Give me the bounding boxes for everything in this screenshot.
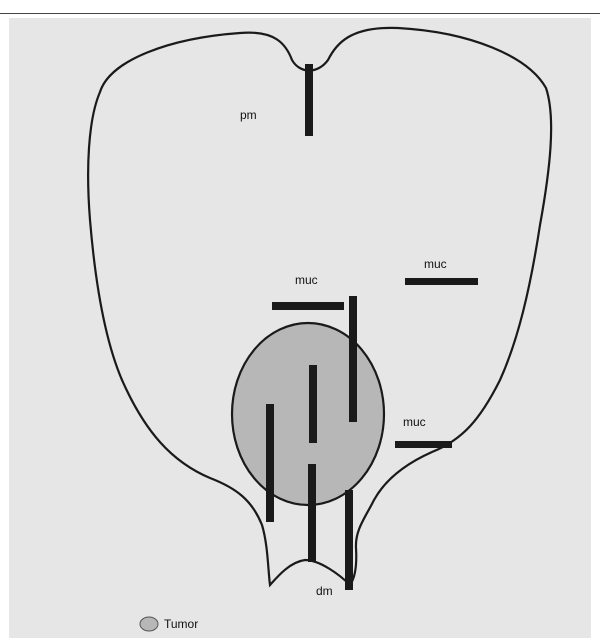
legend-tumor-label: Tumor: [164, 617, 198, 631]
label-pm: pm: [240, 108, 257, 122]
label-muc-lower-right: muc: [403, 415, 426, 429]
label-muc-upper-right: muc: [424, 257, 447, 271]
margin-bar-dm: [345, 490, 353, 590]
margin-bar-muc-upper-left-vertical: [349, 296, 357, 422]
margin-bar-muc-lower-right: [395, 441, 452, 448]
margin-bar-muc-upper-right: [405, 278, 478, 285]
label-dm: dm: [316, 584, 333, 598]
margin-bar-tumor-lower: [308, 464, 316, 562]
legend-tumor-swatch: [140, 617, 158, 631]
legend: Tumor: [140, 617, 198, 631]
margin-bar-tumor-center: [309, 365, 317, 443]
margin-bar-muc-upper-left: [272, 302, 344, 310]
margin-bar-pm: [305, 64, 313, 136]
margin-bar-tumor-left: [266, 404, 274, 522]
label-muc-upper-left: muc: [295, 273, 318, 287]
